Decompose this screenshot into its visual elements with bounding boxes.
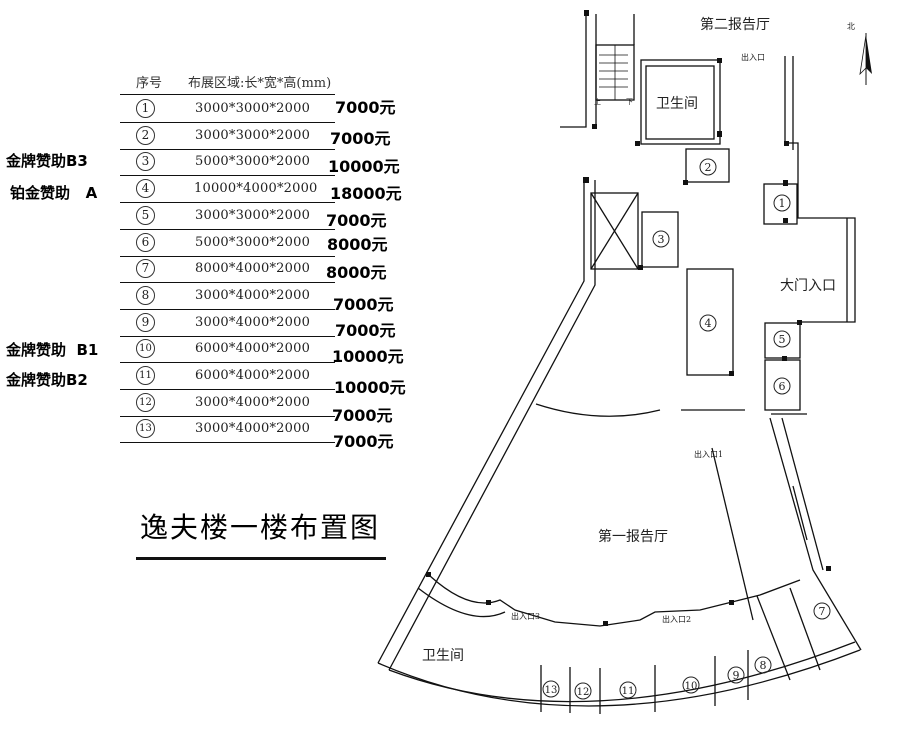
table-row: 7 8000*4000*2000 [120,256,335,284]
row-dimensions: 3000*4000*2000 [195,394,311,410]
table-row: 9 3000*4000*2000 [120,310,335,337]
row-price: 7000元 [333,432,394,451]
table-row: 12 3000*4000*2000 [120,390,335,417]
row-dimensions: 5000*3000*2000 [195,234,311,250]
row-number: 7 [136,259,155,279]
row-price: 7000元 [335,321,396,340]
row-number: 12 [136,392,155,412]
header-area: 布展区域:长*宽*高(mm) [188,76,332,91]
row-dimensions: 6000*4000*2000 [195,341,311,357]
header-rule [120,94,335,95]
row-price: 7000元 [326,211,387,230]
booth-1-number: 1 [779,197,786,210]
row-number: 10 [136,339,155,359]
row-dimensions: 8000*4000*2000 [195,261,311,277]
row-number: 13 [136,419,155,439]
booth-9-number: 9 [733,669,740,682]
row-dimensions: 3000*4000*2000 [195,314,311,330]
row-price: 10000元 [334,378,406,397]
restroom-top-label: 卫生间 [656,96,698,112]
exit-3-label: 出入口3 [511,611,540,621]
booth-4-number: 4 [705,317,712,330]
row-number: 8 [136,285,155,305]
north-label: 北 [847,22,855,31]
main-entrance-label: 大门入口 [780,278,836,294]
booth-5-number: 5 [779,333,786,346]
table-row: 13 3000*4000*2000 [120,416,335,444]
row-dimensions: 3000*4000*2000 [195,287,311,303]
row-price: 10000元 [332,347,404,366]
row-price: 7000元 [333,295,394,314]
booth-3-number: 3 [658,233,665,246]
booth-12-number: 12 [577,687,590,698]
row-price: 18000元 [330,184,402,203]
exit-1-label: 出入口1 [694,449,723,459]
row-number: 1 [136,99,155,118]
row-dimensions: 5000*3000*2000 [195,154,311,170]
row-number: 6 [136,232,155,252]
row-dimensions: 3000*3000*2000 [195,127,311,143]
row-price: 10000元 [328,157,400,176]
table-row: 4 10000*4000*2000 [120,176,335,204]
sponsor-label-b2: 金牌赞助B2 [6,371,88,389]
exit-label-top: 出入口 [741,52,765,62]
row-dimensions: 3000*3000*2000 [195,101,311,116]
row-price: 7000元 [332,406,393,425]
booth-13-number: 13 [545,685,558,696]
table-row: 10 6000*4000*2000 [120,336,335,364]
row-dimensions: 3000*4000*2000 [195,421,311,437]
sponsor-label-a: 铂金赞助 A [10,184,98,202]
hall-2-label: 第二报告厅 [700,16,770,33]
booth-11-number: 11 [622,686,635,697]
row-number: 4 [136,179,155,199]
row-number: 9 [136,312,155,332]
restroom-bottom-label: 卫生间 [422,648,464,664]
sponsor-label-b1: 金牌赞助 B1 [6,341,99,359]
row-dimensions: 6000*4000*2000 [195,368,311,383]
table-row: 6 5000*3000*2000 [120,230,335,257]
booth-8-number: 8 [760,659,767,672]
booth-7-number: 7 [819,605,826,618]
table-row: 11 6000*4000*2000 [120,363,335,390]
booth-10-number: 10 [685,681,698,692]
row-price: 7000元 [330,129,391,148]
stair-up-label: 上 [594,97,601,106]
row-price: 7000元 [335,98,396,117]
row-price: 8000元 [327,235,388,254]
title-underline [136,557,386,560]
booth-6-number: 6 [779,380,786,393]
booth-2-number: 2 [705,161,712,174]
sponsor-label-b3: 金牌赞助B3 [6,152,88,170]
table-row: 8 3000*4000*2000 [120,283,335,310]
table-row: 2 3000*3000*2000 [120,123,335,150]
page-title: 逸夫楼一楼布置图 [140,511,381,544]
row-dimensions: 3000*3000*2000 [195,207,311,223]
row-number: 3 [136,152,155,172]
north-arrow-icon [859,33,872,85]
header-number: 序号 [136,76,163,91]
row-number: 11 [136,366,155,385]
stair-down-label: 下 [626,98,633,106]
row-dimensions: 10000*4000*2000 [194,181,318,197]
hall-1-label: 第一报告厅 [598,528,668,545]
row-price: 8000元 [326,263,387,282]
row-number: 2 [136,125,155,145]
table-row: 3 5000*3000*2000 [120,149,335,177]
exit-2-label: 出入口2 [662,614,691,624]
row-number: 5 [136,205,155,225]
table-row: 1 3000*3000*2000 [120,96,335,123]
table-row: 5 3000*3000*2000 [120,203,335,230]
